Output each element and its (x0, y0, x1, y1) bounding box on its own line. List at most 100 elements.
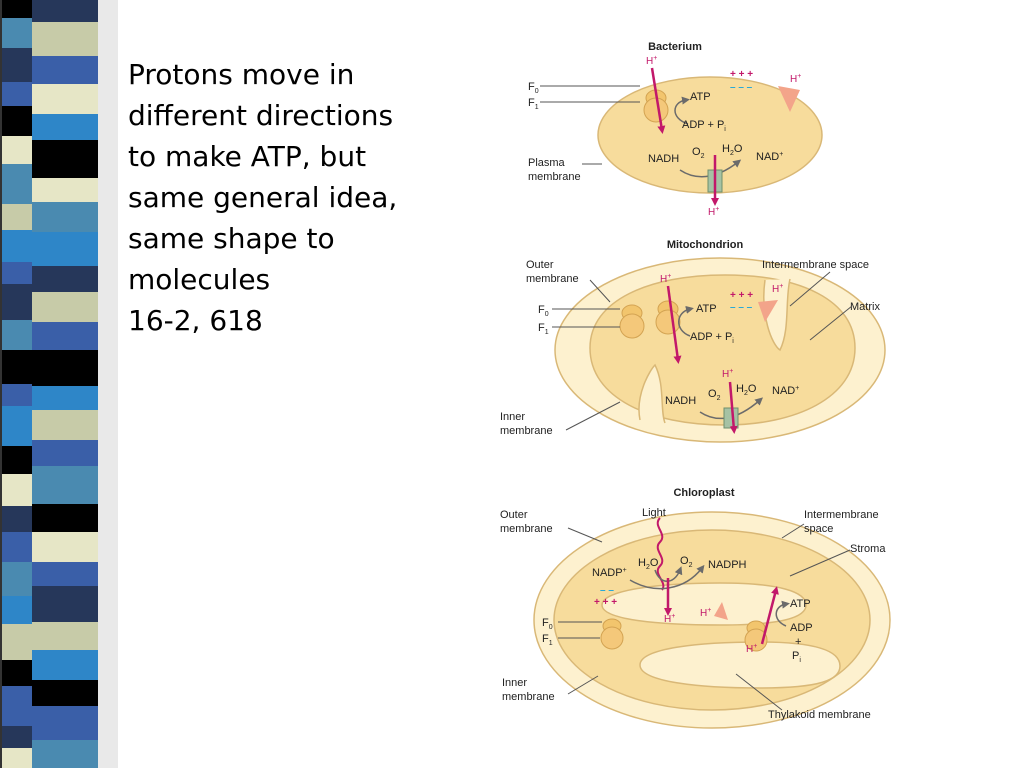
mito-intermembrane-leader (789, 271, 831, 307)
stripe-segment (32, 84, 98, 114)
stripe-segment (2, 748, 32, 768)
text-line: same shape to (128, 222, 335, 255)
stripe-segment (2, 660, 32, 686)
stripe-segment (32, 386, 98, 410)
text-line: molecules (128, 263, 271, 296)
chloroplast-atp-label: ATP (790, 598, 811, 610)
mito-inner-membrane-label: membrane (500, 425, 553, 437)
chloro-outer-membrane-label: membrane (500, 523, 553, 535)
chloroplast-o2-label: O2 (680, 555, 693, 569)
stripes-left-column (2, 0, 32, 768)
mito-adp-label: ADP + Pi (690, 331, 734, 345)
chloroplast-adp-label: ADP (790, 622, 813, 634)
stripe-segment (32, 706, 98, 740)
stripe-segment (32, 410, 98, 440)
chloro-inner-label: Inner (502, 677, 527, 689)
stripe-segment (32, 740, 98, 768)
bacterium-adp-label: ADP + Pi (682, 119, 726, 133)
bacterium-f1-label: F1 (528, 97, 539, 111)
mito-outer-leader (589, 279, 611, 303)
mito-f1-label: F1 (538, 322, 549, 336)
bacterium-h-bottom: H+ (708, 206, 719, 218)
stripe-segment (2, 136, 32, 164)
mito-matrix-leader (809, 305, 853, 341)
stripe-segment (2, 726, 32, 748)
stripe-segment (32, 266, 98, 292)
chloroplast-pi-label: Pi (792, 650, 801, 664)
bacterium-membrane-label: membrane (528, 171, 581, 183)
bacterium-h2o-label: H2O (722, 143, 743, 157)
text-line: 16-2, 618 (128, 304, 263, 337)
stripe-segment (2, 230, 32, 262)
bacterium-minus-charges: – – – (730, 82, 753, 93)
chloroplast-proton-outflow-arrow (760, 586, 779, 645)
bacterium-panel: Bacterium F0 F1 H+ ATP ADP + Pi + + + – … (528, 41, 823, 218)
stripe-segment (32, 322, 98, 350)
bacterium-atp-label: ATP (690, 91, 711, 103)
stripe-segment (2, 474, 32, 506)
stripe-segment (32, 114, 98, 140)
stripe-segment (32, 292, 98, 322)
stripe-segment (32, 680, 98, 706)
stripe-segment (32, 622, 98, 650)
mito-transport-complex (723, 407, 739, 429)
chloro-outer-label: Outer (500, 509, 528, 521)
bacterium-electron-transfer-arrow (679, 159, 742, 178)
mito-h-lower: H+ (722, 368, 733, 380)
chloro-thylakoid-label: Thylakoid membrane (768, 709, 871, 721)
mito-h-right: H+ (772, 283, 783, 295)
bacterium-plus-charges: + + + (730, 69, 753, 80)
bacterium-o2-label: O2 (692, 146, 705, 160)
mito-atp-arrow (678, 305, 694, 337)
mito-h2o-label: H2O (736, 383, 757, 397)
mito-inner-label: Inner (500, 411, 525, 423)
chloro-inner-membrane-label: membrane (502, 691, 555, 703)
stripe-pattern (0, 0, 118, 768)
mito-outer-label: Outer (526, 259, 554, 271)
mito-outer-membrane-label: membrane (526, 273, 579, 285)
chloroplast-nadp-label: NADP+ (592, 567, 627, 579)
bacterium-h-top: H+ (646, 55, 657, 67)
chloroplast-thylakoid-upper (601, 582, 807, 626)
decorative-stripe-bar (0, 0, 118, 768)
chloro-intermembrane-label: Intermembrane (804, 509, 879, 521)
mito-intermembrane-label: Intermembrane space (762, 259, 869, 271)
mito-plus-charges: + + + (730, 290, 753, 301)
stripe-segment (2, 562, 32, 596)
stripe-segment (32, 466, 98, 504)
stripe-segment (32, 140, 98, 178)
chloro-f1-subunit-a (600, 626, 624, 650)
chloro-stroma-label: Stroma (850, 543, 886, 555)
stripe-shadow (98, 0, 118, 768)
stripe-segment (2, 82, 32, 106)
mito-minus-charges: – – – (730, 302, 753, 313)
chloro-thylakoid-leader (735, 673, 783, 711)
chloro-space-label: space (804, 523, 833, 535)
chloroplast-minus-charges: – – (600, 585, 614, 596)
chloroplast-h-lower: H+ (746, 643, 757, 655)
bacterium-f0-label: F0 (528, 81, 539, 95)
chloroplast-h-wedge: H+ (700, 607, 711, 619)
stripe-segment (32, 232, 98, 266)
bacterium-title: Bacterium (648, 41, 702, 53)
text-line: different directions (128, 99, 394, 132)
chloroplast-atp-arrow (775, 600, 790, 627)
stripe-segment (2, 204, 32, 230)
bacterium-gradient-wedge (778, 86, 800, 112)
stripe-segment (2, 0, 32, 18)
atp-synthesis-diagram: Bacterium F0 F1 H+ ATP ADP + Pi + + + – … (500, 41, 891, 729)
stripe-segment (2, 406, 32, 446)
stripe-segment (32, 0, 98, 22)
stripe-segment (2, 532, 32, 562)
chloroplast-thylakoid-lower (639, 641, 841, 689)
stripe-left-edge (0, 0, 2, 768)
text-line: to make ATP, but (128, 140, 367, 173)
chloroplast-h-center: H+ (664, 613, 675, 625)
stripe-segment (2, 686, 32, 726)
stripe-segment (32, 562, 98, 586)
stripe-segment (32, 650, 98, 680)
stripe-segment (32, 504, 98, 532)
slide-body-text: Protons move in different directions to … (128, 54, 488, 341)
stripe-segment (2, 164, 32, 204)
mito-nad-label: NAD+ (772, 385, 799, 397)
